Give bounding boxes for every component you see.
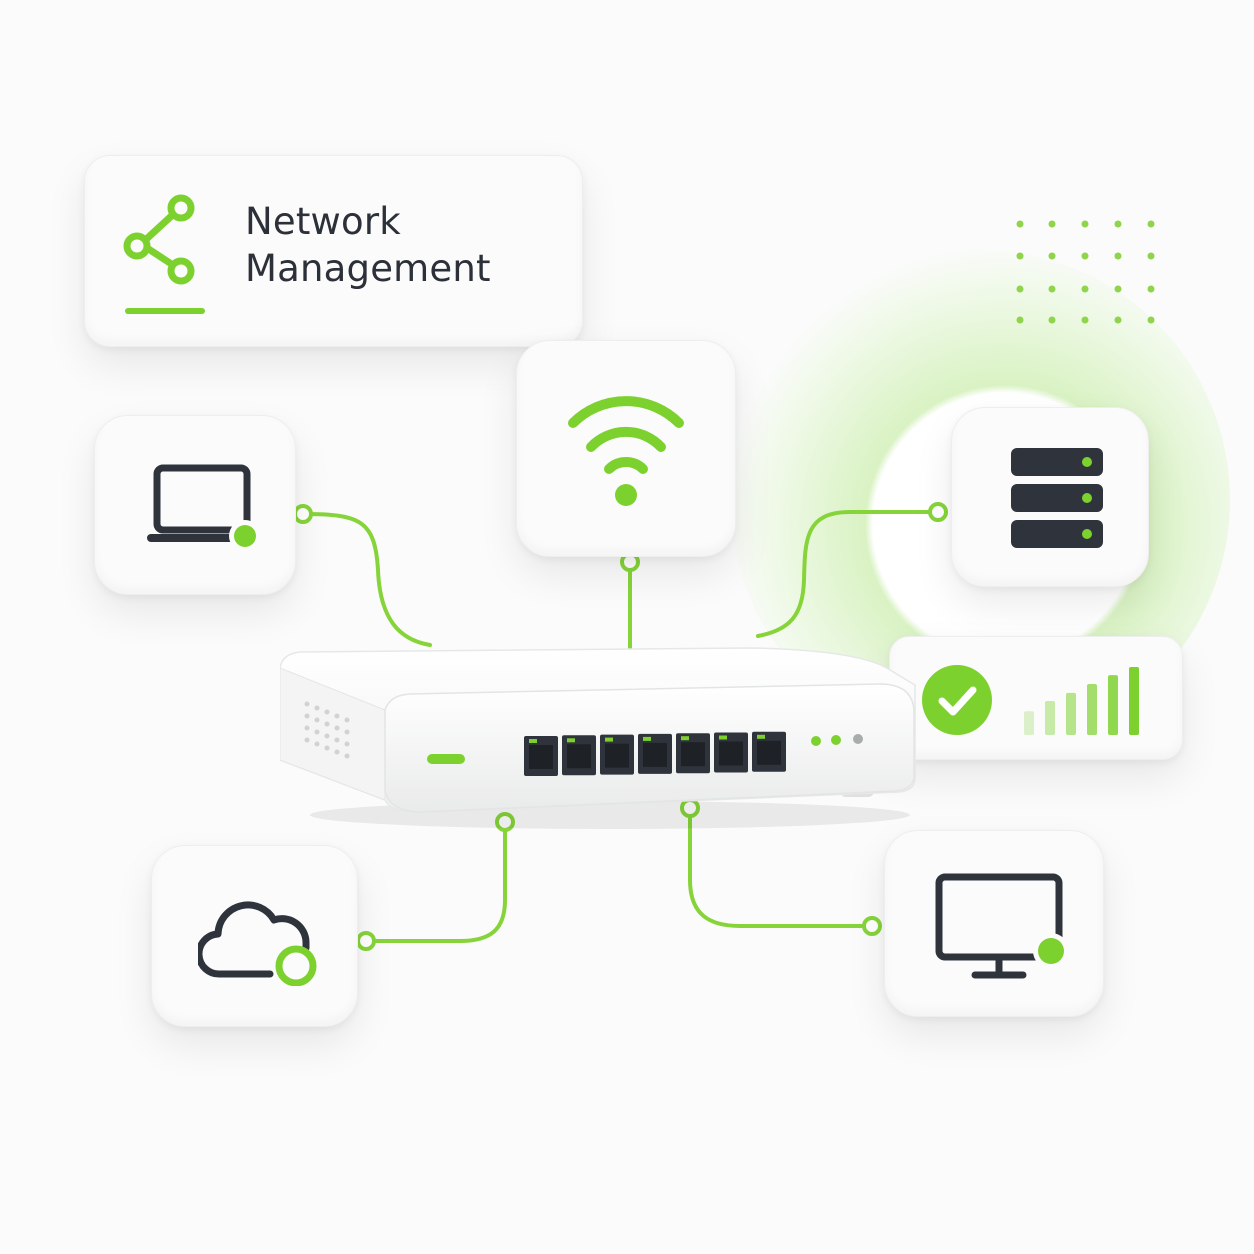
ethernet-port <box>600 734 634 775</box>
wifi-card[interactable] <box>516 340 736 557</box>
laptop-icon <box>147 464 261 552</box>
signal-bar <box>1087 684 1097 735</box>
share-nodes-icon <box>123 194 195 285</box>
ethernet-ports <box>524 731 786 776</box>
title-card: Network Management <box>84 155 583 347</box>
laptop-connector <box>293 504 313 524</box>
ethernet-port <box>752 731 786 772</box>
cloud-connector <box>356 931 376 951</box>
ethernet-port <box>524 736 558 776</box>
ethernet-port <box>714 732 748 773</box>
laptop-card[interactable] <box>94 415 296 595</box>
signal-bars-icon <box>1024 667 1139 735</box>
signal-bar <box>1129 667 1139 735</box>
check-circle-icon <box>922 665 992 735</box>
status-card <box>889 636 1183 760</box>
signal-bar <box>1045 701 1055 735</box>
title-underline <box>125 308 205 314</box>
wifi-icon <box>568 396 684 506</box>
monitor-icon <box>935 873 1069 979</box>
server-card[interactable] <box>951 407 1149 587</box>
monitor-connector <box>862 916 882 936</box>
cloud-card[interactable] <box>151 845 358 1027</box>
cloud-icon <box>198 901 317 986</box>
signal-bar <box>1108 675 1118 735</box>
ethernet-port <box>676 733 710 774</box>
ethernet-port <box>638 733 672 774</box>
ethernet-port <box>562 735 596 776</box>
server-icon <box>1011 448 1103 548</box>
page-title: Network Management <box>245 200 491 290</box>
monitor-card[interactable] <box>884 830 1104 1017</box>
signal-bar <box>1024 711 1034 735</box>
network-switch <box>280 647 916 829</box>
signal-bar <box>1066 692 1076 735</box>
